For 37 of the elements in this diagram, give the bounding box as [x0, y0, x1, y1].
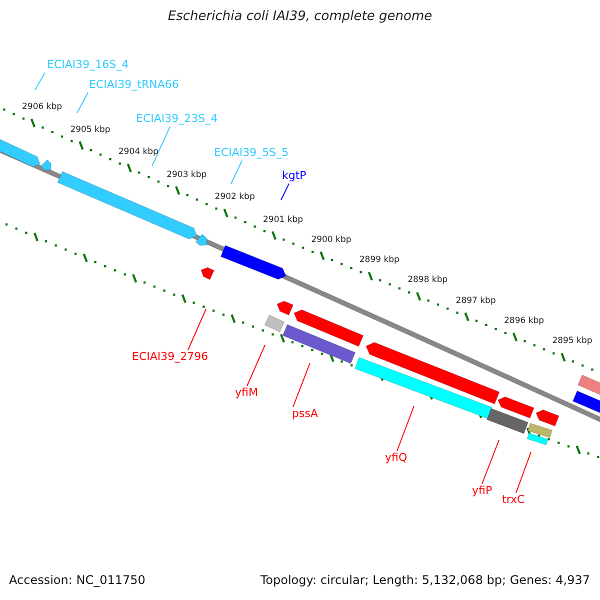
- scale-label: 2906 kbp: [22, 103, 62, 113]
- gene-label: pssA: [292, 408, 318, 421]
- gene-label: ECIAI39_2796: [132, 351, 208, 364]
- scale-label: 2899 kbp: [359, 256, 400, 266]
- leader-line: [152, 126, 170, 166]
- gene-label: yfiM: [235, 387, 258, 400]
- leader-line: [230, 160, 242, 184]
- gene-label: yfiP: [472, 485, 492, 498]
- map-title: Escherichia coli IAI39, complete genome: [166, 10, 434, 25]
- leader-line: [482, 440, 500, 484]
- scale-label: 2905 kbp: [70, 126, 110, 136]
- genome-summary: Topology: circular; Length: 5,132,068 bp; Genes: 4,937: [260, 574, 590, 588]
- scale-label: 2904 kbp: [118, 148, 158, 158]
- scale-label: 2900 kbp: [311, 236, 352, 246]
- leader-line: [76, 92, 88, 114]
- gene-label: ECIAI39_23S_4: [136, 113, 218, 126]
- gene-label: yfiQ: [385, 452, 408, 465]
- scale-label: 2903 kbp: [166, 170, 207, 180]
- gene-label: ECIAI39_5S_5: [214, 147, 289, 160]
- scale-label: 2897 kbp: [456, 296, 496, 306]
- leader-line: [396, 406, 414, 452]
- gene-label: trxC: [502, 494, 525, 507]
- gene-label: kgtP: [282, 170, 306, 183]
- leader-line: [34, 72, 46, 90]
- scale-label: 2895 kbp: [552, 337, 592, 348]
- leader-line: [188, 308, 206, 350]
- accession-text: Accession: NC_011750: [9, 574, 146, 588]
- gene-label: ECIAI39_tRNA66: [89, 79, 179, 92]
- leader-line: [246, 344, 266, 386]
- leader-line: [292, 362, 310, 408]
- scale-label: 2901 kbp: [263, 216, 304, 226]
- leader-line: [280, 183, 290, 200]
- leader-line: [516, 452, 532, 494]
- gene-label: ECIAI39_16S_4: [47, 59, 129, 72]
- scale-label: 2896 kbp: [504, 317, 544, 327]
- scale-label: 2902 kbp: [214, 193, 255, 203]
- scale-label: 2898 kbp: [408, 276, 448, 286]
